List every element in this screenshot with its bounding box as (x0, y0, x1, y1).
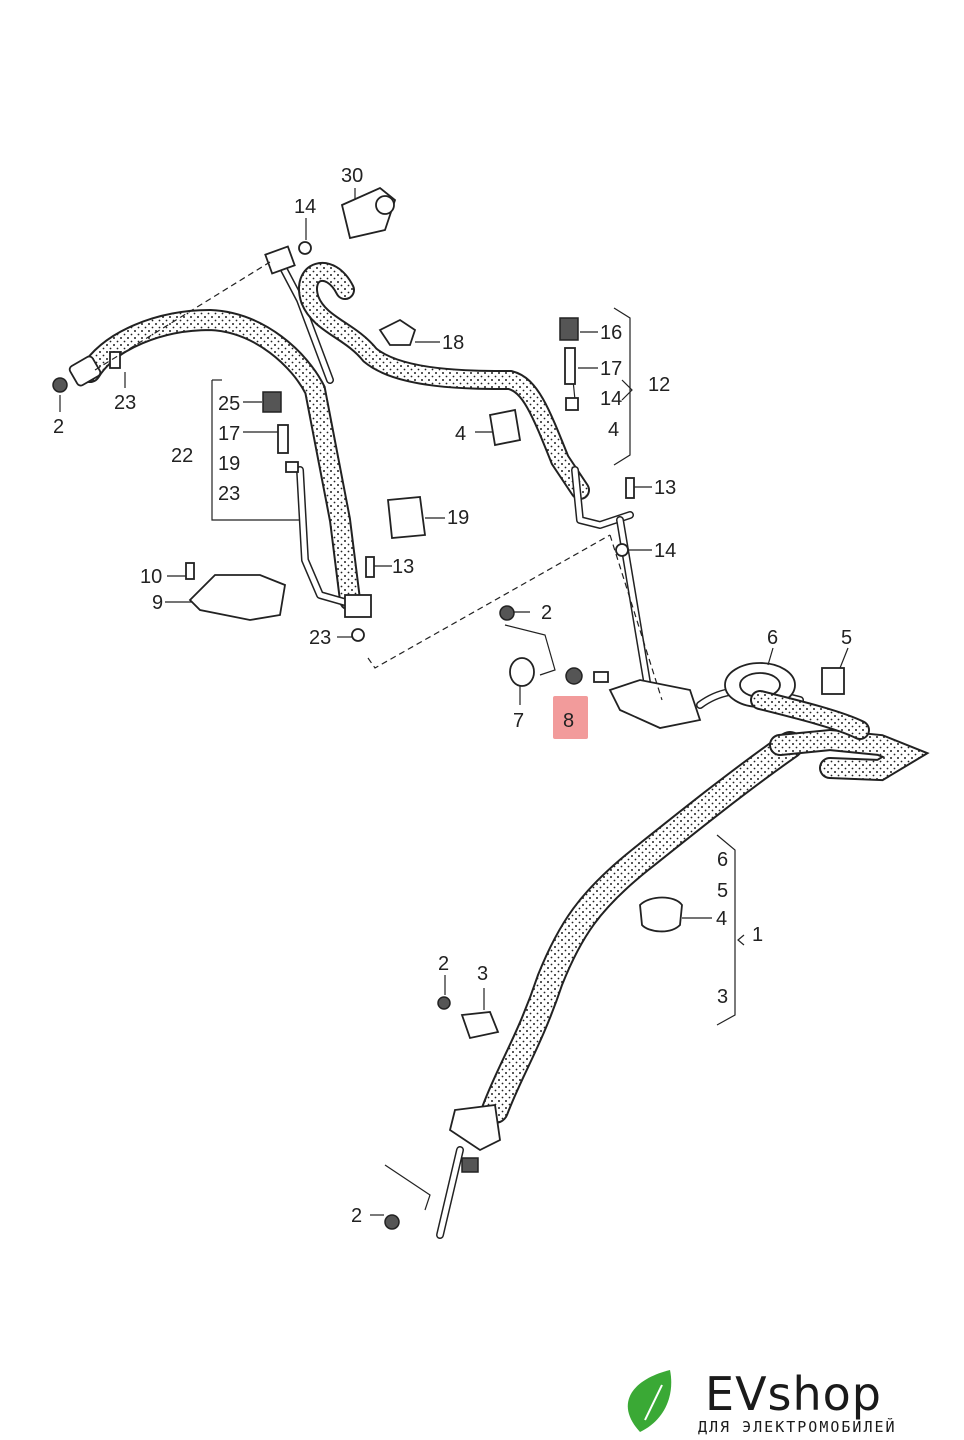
part-labels: 30 14 2 23 25 17 22 19 23 19 18 16 17 12… (53, 165, 852, 1227)
label-19-group: 19 (218, 453, 240, 475)
upper-left-hose (52, 308, 361, 611)
sleeve-4-upper (488, 408, 522, 447)
group-braces (621, 379, 745, 946)
label-3-group: 3 (717, 986, 728, 1008)
upper-middle-hose (298, 261, 634, 529)
label-6-group: 6 (717, 849, 728, 871)
label-17-right: 17 (600, 358, 622, 380)
dashed-lines (94, 261, 663, 701)
label-14-right: 14 (654, 540, 676, 562)
label-10: 10 (140, 566, 162, 588)
label-18: 18 (442, 332, 464, 354)
label-23-lower: 23 (309, 627, 331, 649)
lower-main-hose (384, 690, 930, 1239)
logo-brand: EVshop (705, 1367, 882, 1421)
label-1: 1 (752, 924, 763, 946)
valve-30 (298, 186, 397, 255)
label-4-group: 4 (608, 419, 619, 441)
label-13-left: 13 (392, 556, 414, 578)
label-23-left: 23 (114, 392, 136, 414)
label-14-group: 14 (600, 388, 622, 410)
label-13-right: 13 (654, 477, 676, 499)
label-25: 25 (218, 393, 240, 415)
label-8: 8 (563, 710, 574, 732)
cap-25-valve-17-left (262, 391, 299, 473)
bolts (185, 477, 635, 580)
clip-18 (378, 318, 417, 346)
label-30: 30 (341, 165, 363, 187)
label-2-lower: 2 (438, 953, 449, 975)
label-7: 7 (513, 710, 524, 732)
leaf-icon (627, 1370, 672, 1432)
label-4-upper: 4 (455, 423, 466, 445)
label-22: 22 (171, 445, 193, 467)
cap-16-valve-17 (559, 317, 579, 411)
bracket-9 (188, 574, 287, 621)
label-3-clip: 3 (477, 963, 488, 985)
label-5-group: 5 (717, 880, 728, 902)
label-12: 12 (648, 374, 670, 396)
label-16: 16 (600, 322, 622, 344)
label-19: 19 (447, 507, 469, 529)
label-14-top: 14 (294, 196, 316, 218)
sleeve-19 (387, 496, 427, 539)
label-5-top: 5 (841, 627, 852, 649)
label-2-left: 2 (53, 416, 64, 438)
logo-tagline: ДЛЯ ЭЛЕКТРОМОБИЛЕЙ (698, 1417, 897, 1436)
parts-2-7-8 (499, 605, 609, 687)
central-block (608, 662, 845, 729)
label-17-left: 17 (218, 423, 240, 445)
label-6-top: 6 (767, 627, 778, 649)
highlight-part-8 (553, 696, 588, 739)
label-2-mid: 2 (541, 602, 552, 624)
label-4-lower: 4 (716, 908, 727, 930)
evshop-logo: EVshop ДЛЯ ЭЛЕКТРОМОБИЛЕЙ (627, 1367, 897, 1436)
label-23-group: 23 (218, 483, 240, 505)
label-9: 9 (152, 592, 163, 614)
leader-lines (59, 188, 849, 1216)
label-2-bottom: 2 (351, 1205, 362, 1227)
